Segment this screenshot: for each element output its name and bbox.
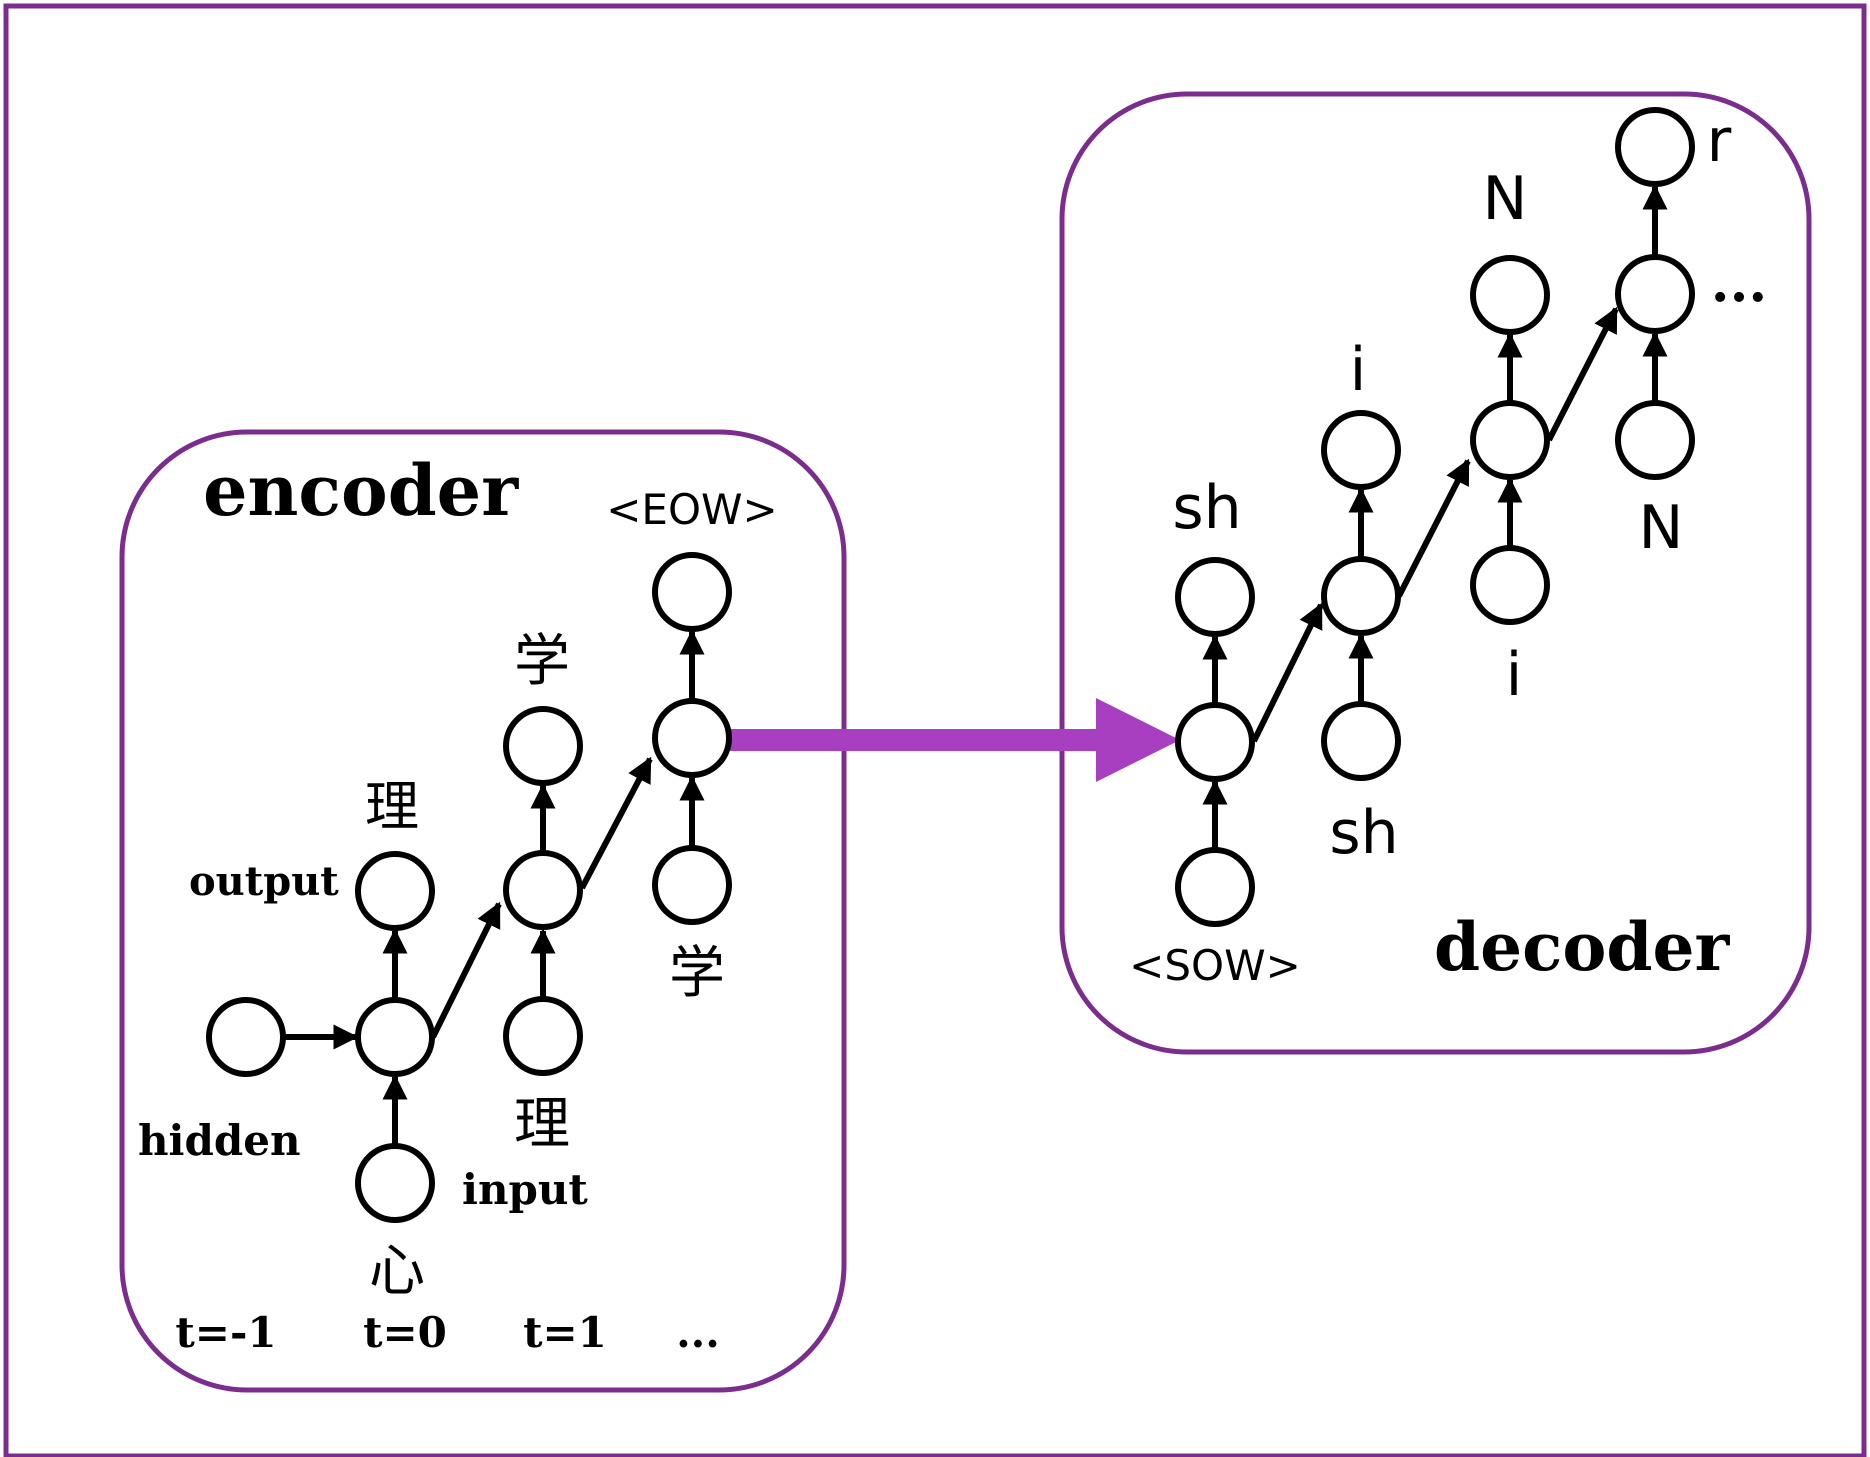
- decoder-box: [1059, 91, 1812, 1055]
- time-step-label: t=-1: [175, 1308, 276, 1357]
- decoder-output-token-2: N: [1483, 164, 1528, 234]
- encoder-input-label: input: [462, 1165, 588, 1214]
- decoder-input-node-0: [1175, 847, 1255, 927]
- decoder-input-token-1: sh: [1329, 798, 1398, 868]
- time-step-label: ...: [676, 1308, 720, 1357]
- decoder-hidden-node-1: [1321, 556, 1401, 636]
- edge-h0-to-h1: [430, 901, 502, 1039]
- encoder-hidden-node-t2: [652, 698, 732, 778]
- encoder-box: [119, 429, 847, 1393]
- encoder-output-label: output: [189, 858, 339, 905]
- decoder-title: decoder: [1434, 908, 1730, 986]
- decoder-output-token-0: sh: [1172, 473, 1241, 543]
- encoder-input-node-t0: [355, 1143, 435, 1223]
- edge-d-h2-to-h3: [1546, 306, 1619, 442]
- edge-h1-to-h2: [579, 756, 653, 890]
- decoder-output-node-3: [1615, 107, 1695, 187]
- decoder-hidden-node-0: [1175, 702, 1255, 782]
- decoder-output-token-3: r: [1707, 106, 1732, 176]
- decoder-input-node-3: [1615, 400, 1695, 480]
- encoder-input-token-t2: 学: [669, 941, 725, 1006]
- edge-d-h1-to-h2: [1396, 458, 1471, 598]
- encoder-hidden-node-t1: [503, 850, 583, 930]
- encoder-input-token-t0: 心: [369, 1239, 425, 1304]
- decoder-input-token-2: i: [1506, 640, 1523, 710]
- outer-frame: [3, 3, 1867, 1457]
- encoder-input-node-t1: [503, 996, 583, 1076]
- encoder-hidden-label: hidden: [138, 1116, 300, 1165]
- decoder-input-node-2: [1470, 545, 1550, 625]
- encoder-edges: [284, 629, 705, 1144]
- decoder-output-node-1: [1321, 410, 1401, 490]
- encoder-output-token-t2: <EOW>: [606, 485, 778, 534]
- encoder-output-node-t0: [355, 851, 435, 931]
- hidden-init-node: [206, 997, 286, 1077]
- encoder-hidden-node-t0: [355, 997, 435, 1077]
- decoder-output-node-2: [1470, 255, 1550, 335]
- decoder-input-token-0: <SOW>: [1129, 941, 1301, 990]
- encoder-output-token-t0: 理: [365, 775, 419, 838]
- encoder-input-token-t1: 理: [514, 1092, 570, 1157]
- decoder-edges: [1202, 184, 1668, 848]
- decoder-nodes: [1175, 107, 1695, 927]
- encoder-output-node-t1: [503, 706, 583, 786]
- context-vector-arrow: [716, 698, 1180, 782]
- edge-d-h0-to-h1: [1251, 602, 1324, 743]
- decoder-input-token-3: N: [1639, 493, 1684, 563]
- encoder-output-node-t2: [652, 552, 732, 632]
- decoder-output-token-1: i: [1350, 335, 1367, 405]
- encoder-title: encoder: [203, 449, 519, 532]
- time-step-label: t=0: [363, 1308, 447, 1357]
- decoder-continuation-ellipsis: ...: [1711, 250, 1767, 314]
- time-step-label: t=1: [523, 1308, 607, 1357]
- decoder-hidden-node-3: [1615, 254, 1695, 334]
- encoder-nodes: [206, 552, 732, 1223]
- encoder-output-token-t1: 学: [514, 629, 570, 694]
- encoder-input-node-t2: [652, 845, 732, 925]
- decoder-hidden-node-2: [1470, 400, 1550, 480]
- decoder-input-node-1: [1321, 701, 1401, 781]
- decoder-output-node-0: [1175, 557, 1255, 637]
